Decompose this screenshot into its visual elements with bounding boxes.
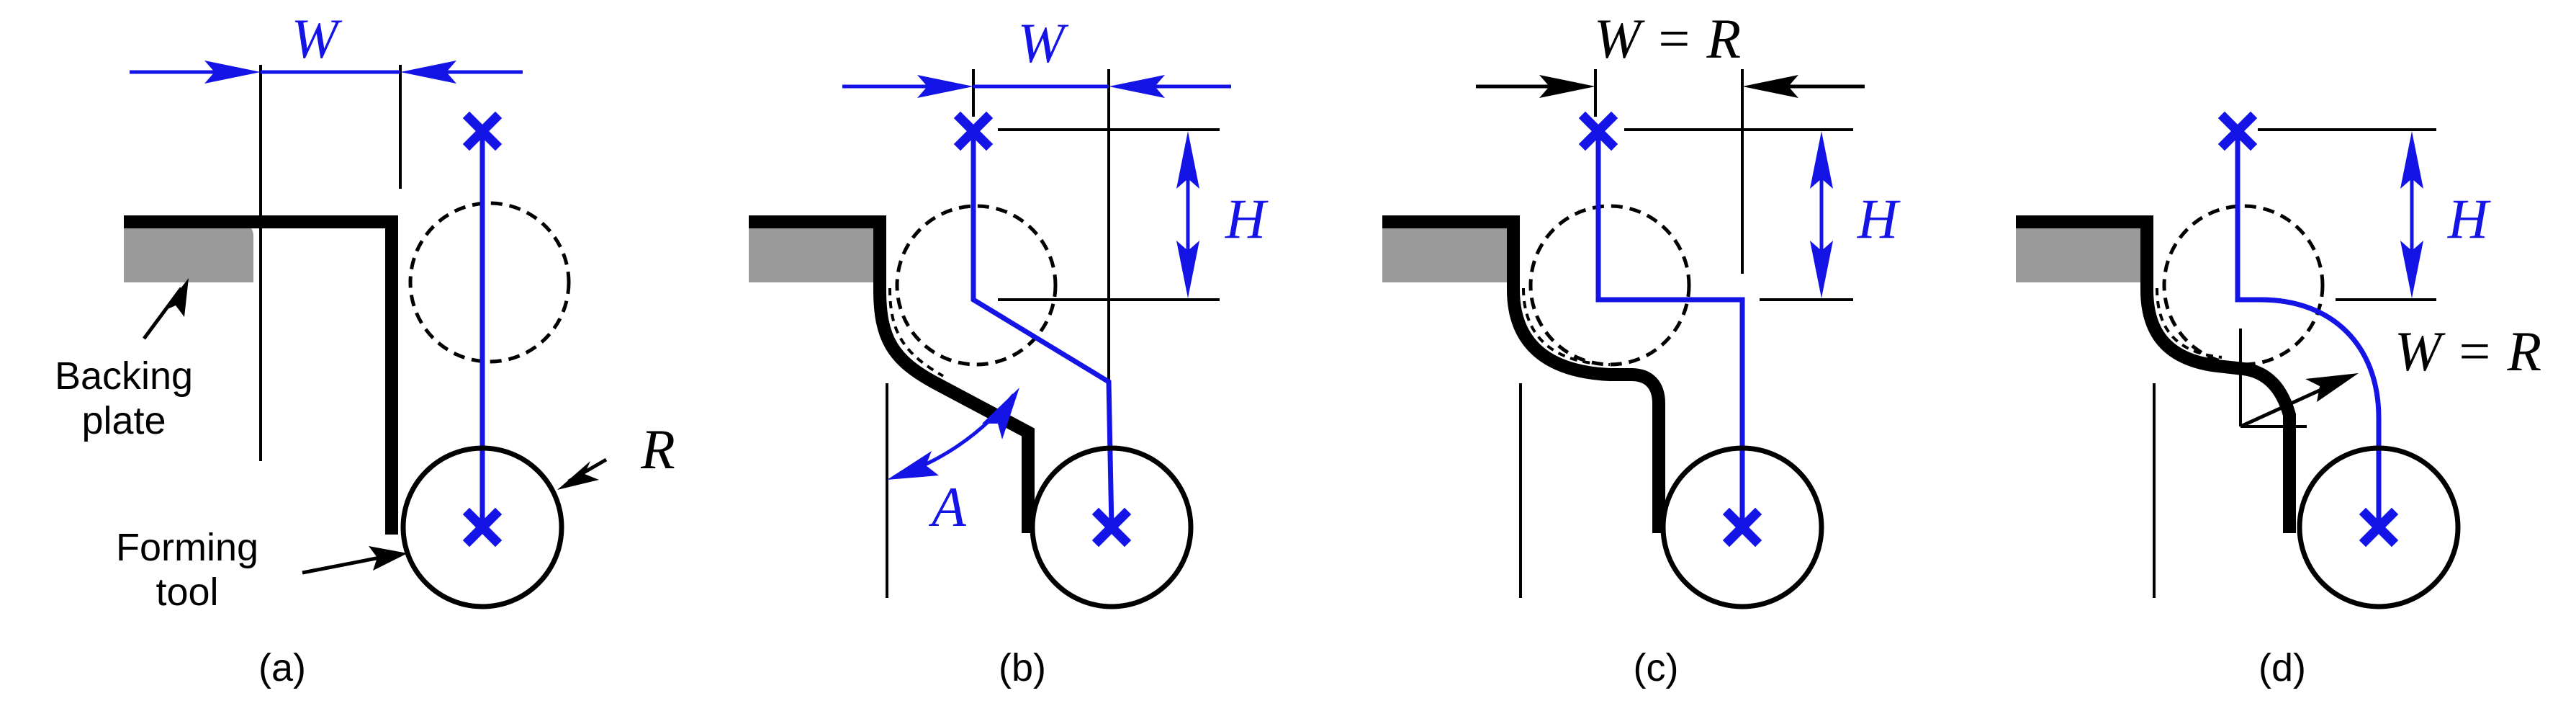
panel-b: W H A (b) <box>749 12 1269 689</box>
roller-center-marker <box>462 507 503 548</box>
arrowhead <box>1810 131 1833 189</box>
arrowhead <box>1176 241 1199 298</box>
arrowhead <box>1810 241 1833 298</box>
radius-symbol: R <box>640 418 675 481</box>
arrowhead <box>204 61 261 84</box>
panel-caption: (b) <box>999 646 1046 689</box>
forming-tool-edge <box>2156 287 2223 359</box>
roller <box>2297 445 2461 609</box>
arrowhead <box>1539 75 1595 98</box>
arrowhead <box>369 546 407 571</box>
roller <box>400 445 564 609</box>
arrowhead <box>2400 241 2423 298</box>
panel-caption: (d) <box>2258 646 2306 689</box>
backing-plate <box>1382 225 1512 282</box>
arrowhead <box>1742 75 1798 98</box>
roller-path <box>2235 131 2382 527</box>
arrowhead <box>1176 131 1199 189</box>
arrowhead <box>163 278 189 317</box>
arrowhead <box>982 388 1019 439</box>
roller-center-marker <box>1722 507 1762 548</box>
initial-roller-position <box>408 201 571 364</box>
initial-roller-position <box>895 204 1058 367</box>
panel-c: W = R H (c) <box>1382 7 1901 689</box>
forming-tool-edge <box>1522 287 1611 366</box>
height-symbol: H <box>2447 187 2491 250</box>
arrowhead <box>2305 373 2359 402</box>
panel-caption: (a) <box>258 646 306 689</box>
roller-path <box>1595 131 1745 527</box>
arrowhead <box>2400 131 2423 189</box>
forming-tool-edge <box>888 287 944 377</box>
backing-plate <box>124 225 253 282</box>
initial-roller-position <box>1528 204 1691 367</box>
arrowhead <box>557 461 599 490</box>
roller-path <box>970 131 1114 528</box>
backing-plate <box>2016 225 2145 282</box>
roller <box>1030 445 1194 609</box>
panel-caption: (c) <box>1634 646 1679 689</box>
arrowhead <box>887 451 939 480</box>
backing-plate-label: Backing <box>55 354 193 398</box>
callout-line <box>302 554 388 575</box>
forming-tool-label: tool <box>156 571 218 614</box>
forming-tool <box>749 215 1035 533</box>
forming-tool <box>124 215 398 535</box>
width-symbol: W <box>292 7 343 70</box>
arrowhead <box>400 61 456 84</box>
width-equation: W = R <box>1594 7 1741 70</box>
panel-a: W R Backing plate Forming tool (a) <box>55 7 675 689</box>
forming-tool <box>1382 215 1665 533</box>
path-start-marker <box>953 111 994 151</box>
backing-plate <box>749 225 878 282</box>
angle-symbol: A <box>928 475 966 538</box>
path-start-marker <box>1578 111 1618 151</box>
roller-center-marker <box>1091 507 1132 548</box>
arrowhead <box>1109 75 1165 98</box>
forming-tool-label: Forming <box>116 526 258 569</box>
backing-plate-label: plate <box>81 399 166 442</box>
path-start-marker <box>2217 111 2258 151</box>
forming-tool <box>2016 215 2296 533</box>
arrowhead <box>917 75 973 98</box>
panel-d: H W = R (d) <box>2016 111 2541 689</box>
height-symbol: H <box>1225 187 1269 250</box>
height-symbol: H <box>1857 187 1901 250</box>
initial-roller-position <box>2162 204 2325 367</box>
width-symbol: W <box>1018 12 1069 74</box>
roller <box>1660 445 1824 609</box>
width-equation: W = R <box>2395 320 2541 383</box>
roller-center-marker <box>2359 507 2399 548</box>
path-start-marker <box>462 111 503 151</box>
